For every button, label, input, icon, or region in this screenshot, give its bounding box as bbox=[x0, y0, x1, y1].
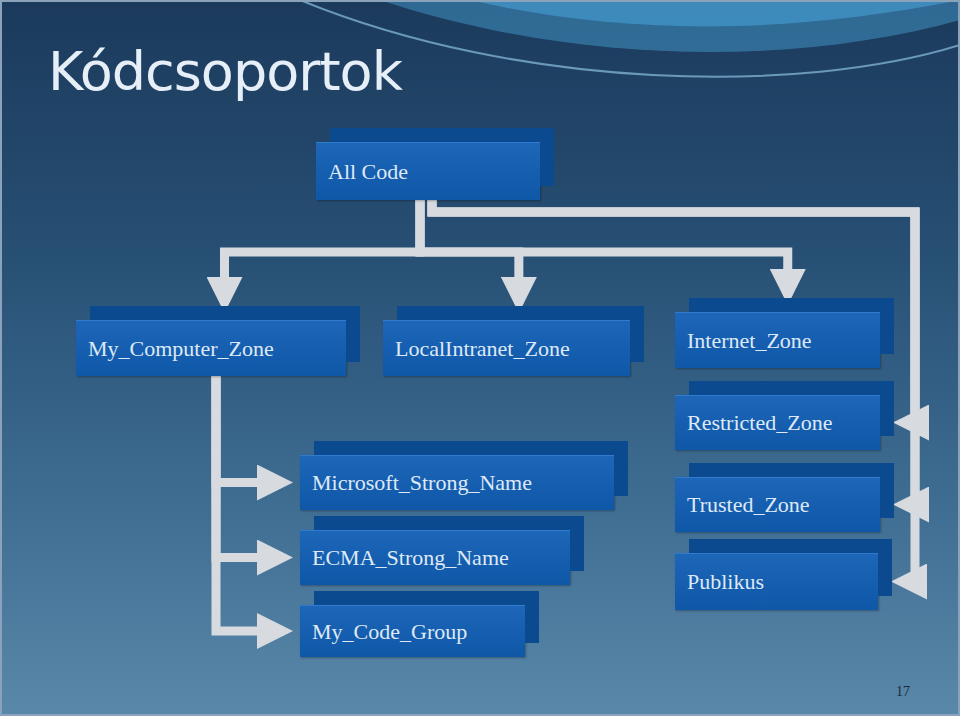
box-label: Internet_Zone bbox=[675, 328, 824, 354]
connector bbox=[216, 376, 284, 631]
wave bbox=[380, 0, 960, 52]
connector bbox=[432, 200, 915, 423]
code-group-box: Internet_Zone bbox=[675, 312, 880, 368]
code-group-box: My_Computer_Zone bbox=[76, 320, 346, 376]
connector bbox=[432, 200, 915, 582]
slide-title: Kódcsoportok bbox=[48, 40, 402, 103]
code-group-box: My_Code_Group bbox=[300, 605, 525, 657]
box-label: Restricted_Zone bbox=[675, 410, 844, 436]
code-group-box: Restricted_Zone bbox=[675, 395, 880, 450]
code-group-box: Microsoft_Strong_Name bbox=[300, 455, 614, 510]
box-label: Trusted_Zone bbox=[675, 492, 822, 518]
box-label: Microsoft_Strong_Name bbox=[300, 470, 544, 496]
box-label: My_Code_Group bbox=[300, 619, 479, 645]
box-label: Publikus bbox=[675, 569, 776, 595]
page-number: 17 bbox=[896, 684, 910, 700]
connector bbox=[225, 200, 421, 304]
connector bbox=[216, 376, 284, 558]
code-group-box: Trusted_Zone bbox=[675, 477, 880, 532]
code-group-box: Publikus bbox=[675, 553, 878, 610]
connector bbox=[216, 376, 284, 483]
code-group-box: All Code bbox=[316, 142, 540, 200]
box-label: All Code bbox=[316, 159, 420, 185]
code-group-box: LocalIntranet_Zone bbox=[383, 320, 630, 376]
box-label: My_Computer_Zone bbox=[76, 336, 286, 362]
box-label: LocalIntranet_Zone bbox=[383, 336, 582, 362]
box-label: ECMA_Strong_Name bbox=[300, 545, 521, 571]
code-group-box: ECMA_Strong_Name bbox=[300, 530, 570, 585]
